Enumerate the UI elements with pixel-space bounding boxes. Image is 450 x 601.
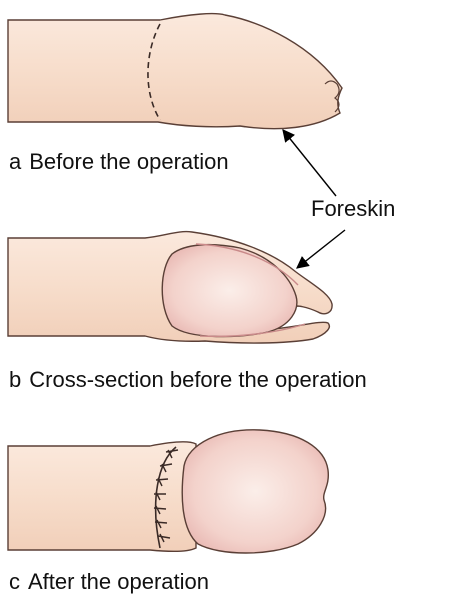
caption-c: c After the operation [9,571,209,593]
arrow-to-panel-b [297,230,345,268]
caption-c-letter: c [9,571,20,593]
shaft-c [8,442,196,551]
arrow-to-panel-a [283,130,336,196]
caption-b-letter: b [9,369,21,391]
shaft-a [8,14,342,129]
caption-a-text: Before the operation [29,149,228,174]
caption-c-text: After the operation [28,569,209,594]
panel-c-after-operation [8,430,328,553]
caption-a-letter: a [9,151,21,173]
foreskin-label: Foreskin [311,198,395,220]
caption-b-text: Cross-section before the operation [29,367,367,392]
glans-c [182,430,328,553]
panel-a-before-operation [8,14,342,129]
caption-b: b Cross-section before the operation [9,369,367,391]
panel-b-cross-section [8,232,332,343]
caption-a: a Before the operation [9,151,229,173]
